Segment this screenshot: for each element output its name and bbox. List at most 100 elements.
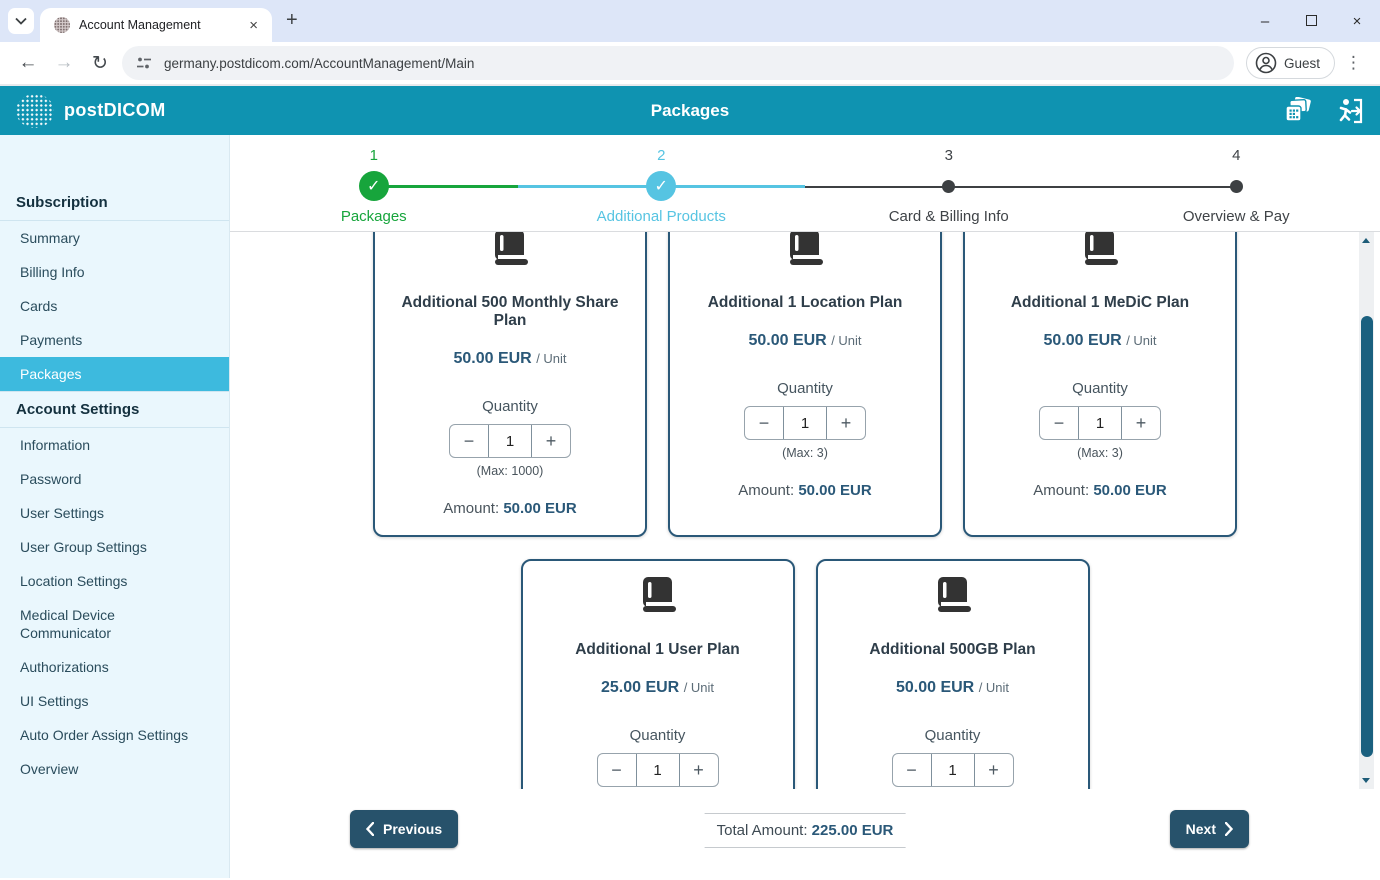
amount-label: Amount: [443, 500, 500, 517]
product-price: 50.00 EUR / Unit [830, 679, 1076, 697]
sidebar-item-summary[interactable]: Summary [20, 230, 80, 246]
product-price: 25.00 EUR / Unit [535, 679, 781, 697]
quantity-value[interactable]: 1 [635, 754, 680, 786]
step-number: 3 [944, 147, 953, 164]
postdicom-logo[interactable]: postDICOM [16, 93, 166, 128]
sidebar-item-authorizations[interactable]: Authorizations [20, 659, 109, 675]
book-icon [642, 577, 676, 612]
logo-text: postDICOM [64, 100, 166, 120]
maximize-icon [1305, 14, 1317, 26]
price-unit: / Unit [536, 351, 567, 366]
maximize-button[interactable] [1288, 13, 1334, 30]
product-title: Additional 500GB Plan [869, 641, 1036, 658]
sidebar-item-billing-info[interactable]: Billing Info [20, 264, 85, 280]
site-settings-icon[interactable] [136, 56, 152, 70]
minus-button[interactable]: − [463, 430, 475, 451]
minus-button[interactable]: − [1053, 412, 1065, 433]
sidebar-item-information[interactable]: Information [20, 437, 91, 453]
url-bar[interactable]: germany.postdicom.com/AccountManagement/… [122, 46, 1234, 80]
forward-button[interactable]: → [54, 52, 74, 73]
main-content: 1 ✓ Packages 2 ✓ Additional Products 3 C… [230, 135, 1380, 878]
step-dot-icon [942, 179, 956, 193]
check-icon: ✓ [358, 171, 389, 201]
amount-value: 50.00 EUR [798, 482, 872, 499]
sidebar-item-user-group-settings[interactable]: User Group Settings [20, 539, 147, 555]
sidebar-heading-account-settings: Account Settings [0, 391, 229, 428]
plus-button[interactable]: + [988, 759, 999, 780]
minus-button[interactable]: − [758, 412, 770, 433]
minimize-button[interactable]: – [1260, 12, 1270, 30]
wizard-stepper: 1 ✓ Packages 2 ✓ Additional Products 3 C… [230, 135, 1380, 232]
browser-tab[interactable]: Account Management × [40, 8, 272, 42]
browser-menu-button[interactable]: ⋮ [1345, 53, 1362, 72]
product-card: Additional 500GB Plan 50.00 EUR / Unit Q… [815, 559, 1090, 789]
products-scroll-area[interactable]: Additional 500 Monthly Share Plan 50.00 … [230, 232, 1380, 789]
product-card: Additional 1 MeDiC Plan 50.00 EUR / Unit… [963, 232, 1237, 537]
sidebar-heading-subscription: Subscription [0, 185, 229, 221]
url-text[interactable]: germany.postdicom.com/AccountManagement/… [164, 55, 475, 71]
close-window-button[interactable]: × [1352, 12, 1362, 30]
step-overview-pay[interactable]: 4 Overview & Pay [1093, 147, 1380, 225]
amount-label: Amount: [738, 482, 795, 499]
book-icon [937, 577, 971, 612]
step-dot-icon [1229, 179, 1243, 193]
next-button[interactable]: Next [1169, 810, 1249, 848]
wizard-footer: Previous Total Amount: 225.00 EUR Next [230, 789, 1380, 878]
step-card-billing-info[interactable]: 3 Card & Billing Info [805, 147, 1093, 225]
tab-search-button[interactable] [8, 8, 34, 34]
plus-button[interactable]: + [545, 430, 557, 451]
step-label: Additional Products [596, 208, 726, 225]
quantity-value[interactable]: 1 [488, 425, 532, 457]
scroll-down-icon[interactable] [1362, 778, 1370, 783]
amount-value: 50.00 EUR [1093, 482, 1167, 499]
sidebar-item-cards[interactable]: Cards [20, 298, 58, 314]
step-number: 4 [1232, 147, 1241, 164]
quantity-value[interactable]: 1 [1078, 407, 1122, 439]
sidebar-item-ui-settings[interactable]: UI Settings [20, 693, 89, 709]
quantity-value[interactable]: 1 [783, 407, 827, 439]
product-amount: Amount: 50.00 EUR [682, 482, 928, 499]
profile-button[interactable]: Guest [1245, 47, 1335, 79]
back-button[interactable]: ← [18, 52, 38, 73]
product-amount: Amount: 50.00 EUR [977, 482, 1223, 499]
step-additional-products[interactable]: 2 ✓ Additional Products [518, 147, 806, 225]
previous-button[interactable]: Previous [350, 810, 459, 848]
shared-images-icon[interactable] [1282, 96, 1314, 125]
quantity-stepper: − 1 + [596, 753, 719, 787]
next-label: Next [1185, 821, 1216, 837]
product-title: Additional 1 Location Plan [707, 294, 903, 311]
plus-button[interactable]: + [1135, 412, 1147, 433]
sidebar-item-packages[interactable]: Packages [0, 357, 229, 391]
minus-button[interactable]: − [906, 759, 917, 780]
quantity-label: Quantity [629, 727, 686, 744]
tab-close-icon[interactable]: × [249, 16, 258, 34]
logout-icon[interactable] [1334, 97, 1364, 125]
new-tab-button[interactable]: + [286, 9, 298, 31]
sidebar-item-overview[interactable]: Overview [20, 761, 79, 777]
reload-button[interactable]: ↻ [92, 52, 108, 74]
quantity-stepper: − 1 + [1039, 406, 1161, 440]
scroll-up-icon[interactable] [1362, 238, 1370, 243]
chevron-right-icon [1225, 822, 1233, 836]
quantity-stepper: − 1 + [891, 753, 1014, 787]
sidebar-item-user-settings[interactable]: User Settings [20, 505, 105, 521]
product-title: Additional 500 Monthly Share Plan [401, 294, 619, 329]
amount-label: Amount: [1033, 482, 1090, 499]
plus-button[interactable]: + [693, 759, 704, 780]
quantity-value[interactable]: 1 [930, 754, 975, 786]
price-value: 50.00 EUR [1043, 332, 1122, 349]
sidebar-item-auto-order-assign-settings[interactable]: Auto Order Assign Settings [20, 727, 189, 743]
page-title: Packages [650, 100, 730, 120]
sidebar-item-payments[interactable]: Payments [20, 332, 83, 348]
tab-title: Account Management [79, 18, 201, 32]
scrollbar-thumb[interactable] [1360, 316, 1373, 757]
minus-button[interactable]: − [611, 759, 622, 780]
site-favicon-icon [54, 17, 70, 33]
sidebar-item-location-settings[interactable]: Location Settings [20, 573, 128, 589]
sidebar-item-medical-device-communicator[interactable]: Medical Device Communicator [20, 607, 115, 641]
sidebar-item-password[interactable]: Password [20, 471, 82, 487]
plus-button[interactable]: + [840, 412, 852, 433]
step-packages[interactable]: 1 ✓ Packages [230, 147, 518, 225]
content-scrollbar[interactable] [1359, 232, 1374, 789]
price-value: 50.00 EUR [748, 332, 827, 349]
